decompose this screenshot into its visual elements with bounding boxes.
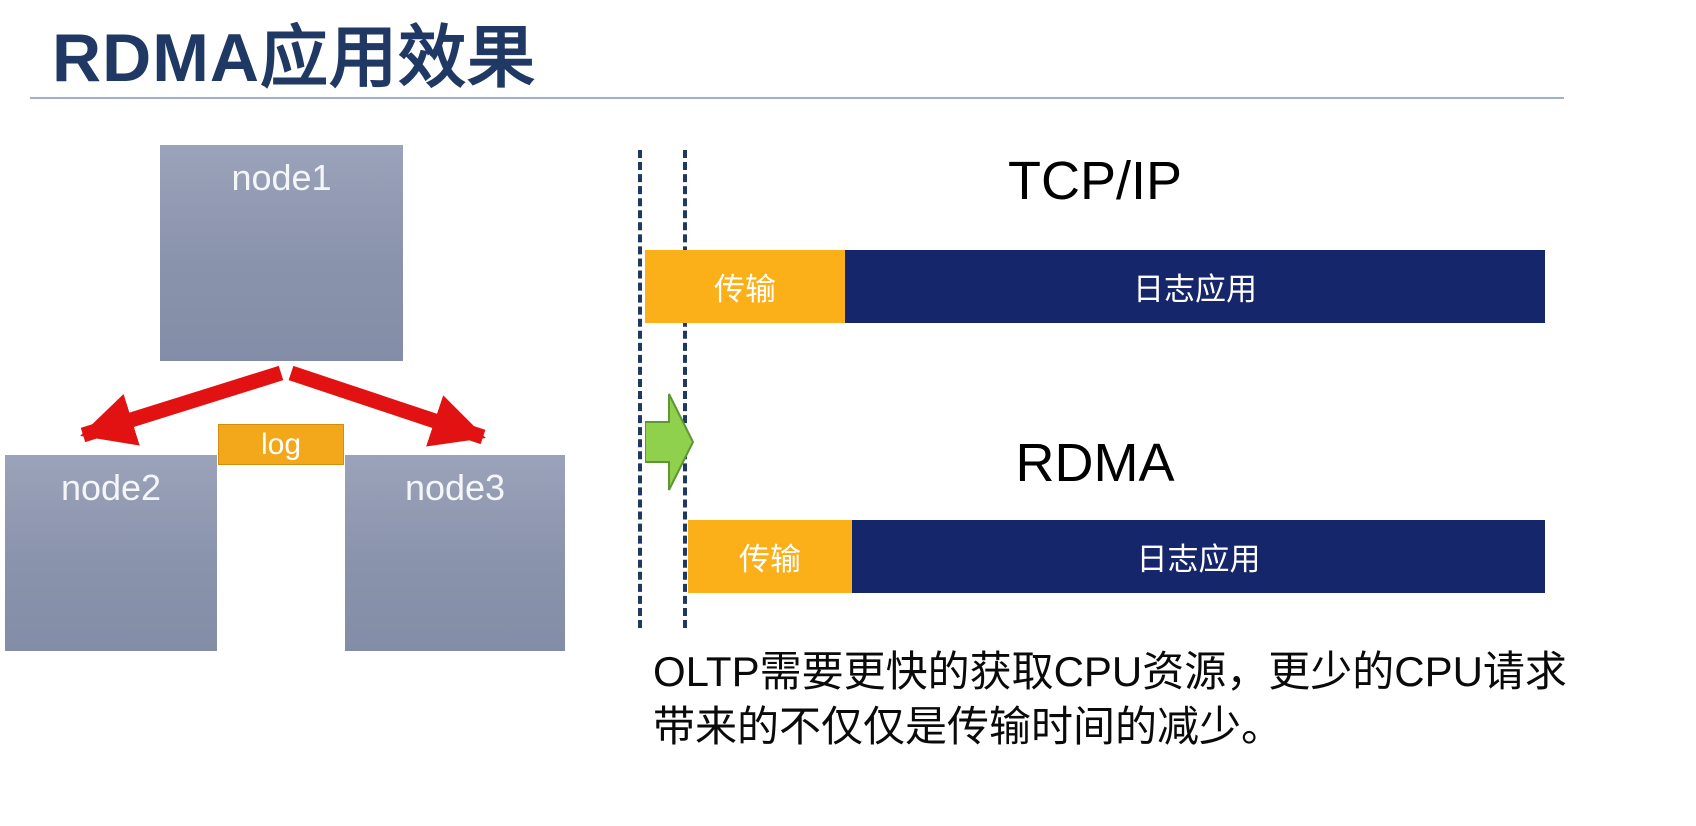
caption-text: OLTP需要更快的获取CPU资源，更少的CPU请求带来的不仅仅是传输时间的减少。 xyxy=(653,648,1567,750)
red-arrow-right-icon xyxy=(288,365,486,447)
node1-box: node1 xyxy=(160,145,403,361)
green-arrow-icon xyxy=(645,393,695,491)
rdma-transfer-label: 传输 xyxy=(739,542,801,577)
rdma-logapp-label: 日志应用 xyxy=(1136,542,1261,577)
node3-label: node3 xyxy=(404,467,506,508)
slide-title: RDMA应用效果 xyxy=(52,20,536,96)
log-label: log xyxy=(260,427,302,461)
topology-arrows xyxy=(80,365,486,447)
tcpip-heading: TCP/IP xyxy=(1007,151,1183,211)
tcpip-logapp-segment: 日志应用 xyxy=(845,250,1545,323)
node2-label: node2 xyxy=(60,467,162,508)
log-box: log xyxy=(218,424,344,465)
dashed-line-right xyxy=(683,150,687,628)
node1-label: node1 xyxy=(231,157,332,198)
rdma-bar: 传输 日志应用 xyxy=(688,520,1545,593)
node2-box: node2 xyxy=(5,455,217,651)
title-divider xyxy=(30,97,1564,99)
tcpip-bar: 传输 日志应用 xyxy=(645,250,1545,323)
rdma-logapp-segment: 日志应用 xyxy=(852,520,1545,593)
dashed-line-left xyxy=(638,150,642,628)
rdma-transfer-segment: 传输 xyxy=(688,520,852,593)
tcpip-transfer-label: 传输 xyxy=(714,272,776,307)
node3-box: node3 xyxy=(345,455,565,651)
tcpip-logapp-label: 日志应用 xyxy=(1133,272,1257,307)
red-arrow-left-icon xyxy=(80,365,284,446)
rdma-heading: RDMA xyxy=(1015,433,1175,493)
tcpip-transfer-segment: 传输 xyxy=(645,250,845,323)
